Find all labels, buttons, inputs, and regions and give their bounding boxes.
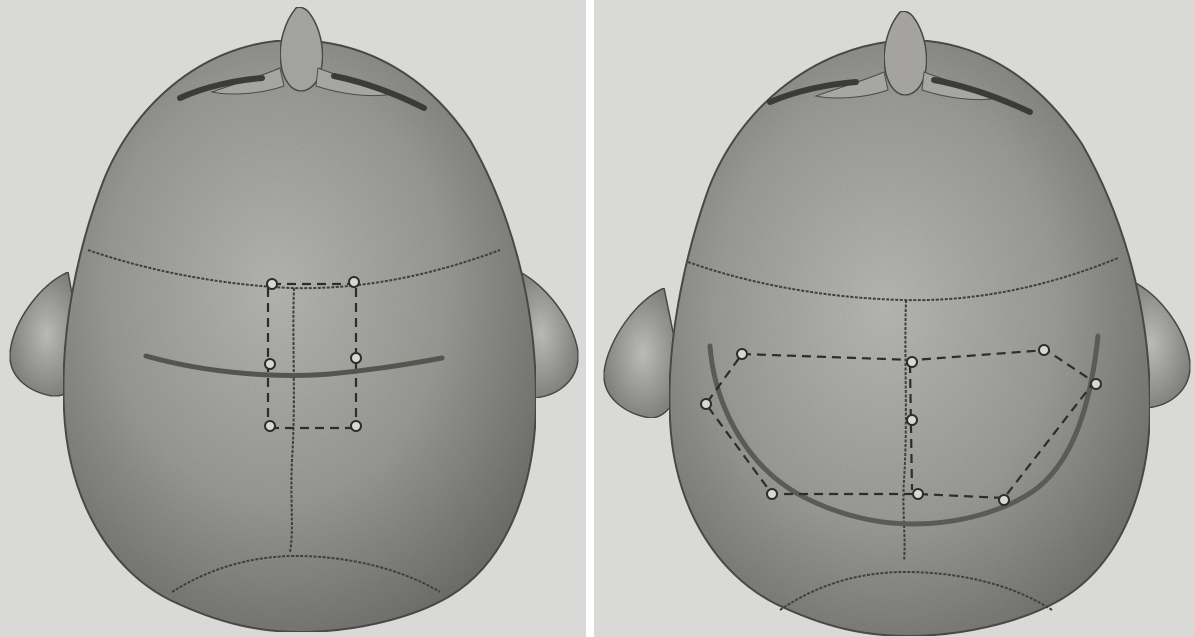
burr-hole-icon [913,489,923,499]
panel-divider [586,0,594,637]
burr-hole-icon [999,495,1009,505]
burr-hole-icon [1091,379,1101,389]
skull-diagram-right [594,0,1194,637]
burr-hole-icon [265,421,275,431]
skull-icon [63,40,536,632]
skull-icon [669,40,1150,636]
burr-hole-icon [701,399,711,409]
burr-hole-icon [349,277,359,287]
burr-hole-icon [907,357,917,367]
nose-icon [884,11,926,95]
panel-right [594,0,1194,637]
panel-left [0,0,586,637]
burr-hole-icon [265,359,275,369]
burr-hole-icon [767,489,777,499]
burr-hole-icon [737,349,747,359]
burr-hole-icon [1039,345,1049,355]
burr-hole-icon [351,353,361,363]
burr-hole-icon [351,421,361,431]
burr-hole-icon [907,415,917,425]
burr-hole-icon [267,279,277,289]
nose-icon [280,7,322,91]
skull-diagram-left [0,0,586,637]
